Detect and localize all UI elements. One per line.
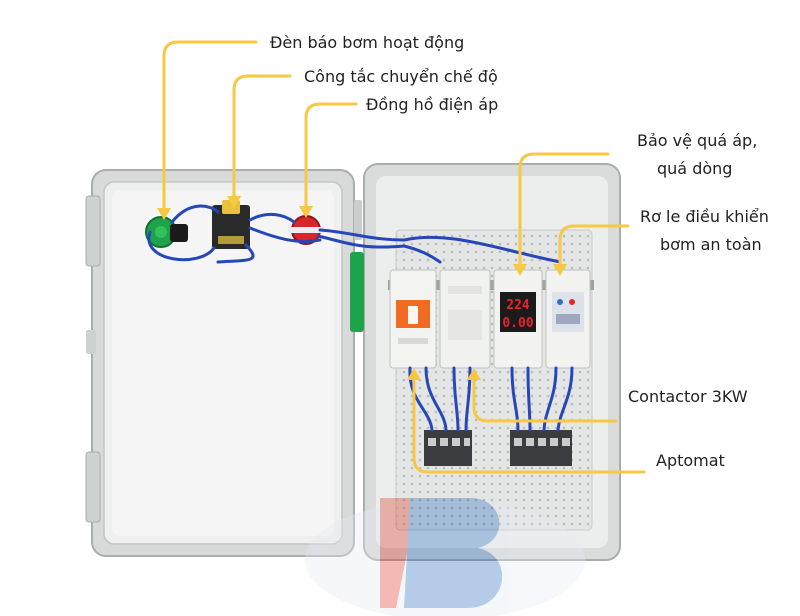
- box-wiring: [402, 235, 574, 432]
- label-contactor: Contactor 3KW: [628, 387, 748, 406]
- breaker-device: [389, 269, 437, 369]
- label-relay-line2: bơm an toàn: [660, 235, 762, 254]
- pump-indicator-lamp: [145, 216, 188, 248]
- leader-lines: [162, 40, 646, 474]
- terminal-block-left: [424, 430, 472, 466]
- label-protection-line1: Bảo vệ quá áp,: [637, 131, 757, 150]
- door-wiring: [147, 204, 406, 264]
- label-protection-line2: quá dòng: [657, 159, 732, 178]
- terminal-block-right: [510, 430, 572, 466]
- voltage-protector-device: 224 0.00: [493, 269, 543, 369]
- leader-arrowheads: [157, 196, 567, 380]
- label-voltmeter: Đồng hồ điện áp: [366, 95, 498, 114]
- din-rail: [388, 280, 594, 290]
- pump-relay-device: [545, 269, 591, 369]
- enclosure-door: [85, 169, 355, 557]
- label-breaker: Aptomat: [656, 451, 725, 470]
- mode-switch: [212, 200, 250, 249]
- label-mode-switch: Công tắc chuyển chế độ: [304, 67, 498, 86]
- current-readout: 0.00: [502, 316, 533, 331]
- label-relay-line1: Rơ le điều khiển: [640, 207, 769, 226]
- contactor-device: [439, 269, 491, 369]
- voltage-readout: 224: [506, 298, 530, 313]
- brand-logo-icon: [305, 498, 585, 616]
- label-pump-indicator: Đèn báo bơm hoạt động: [270, 33, 464, 52]
